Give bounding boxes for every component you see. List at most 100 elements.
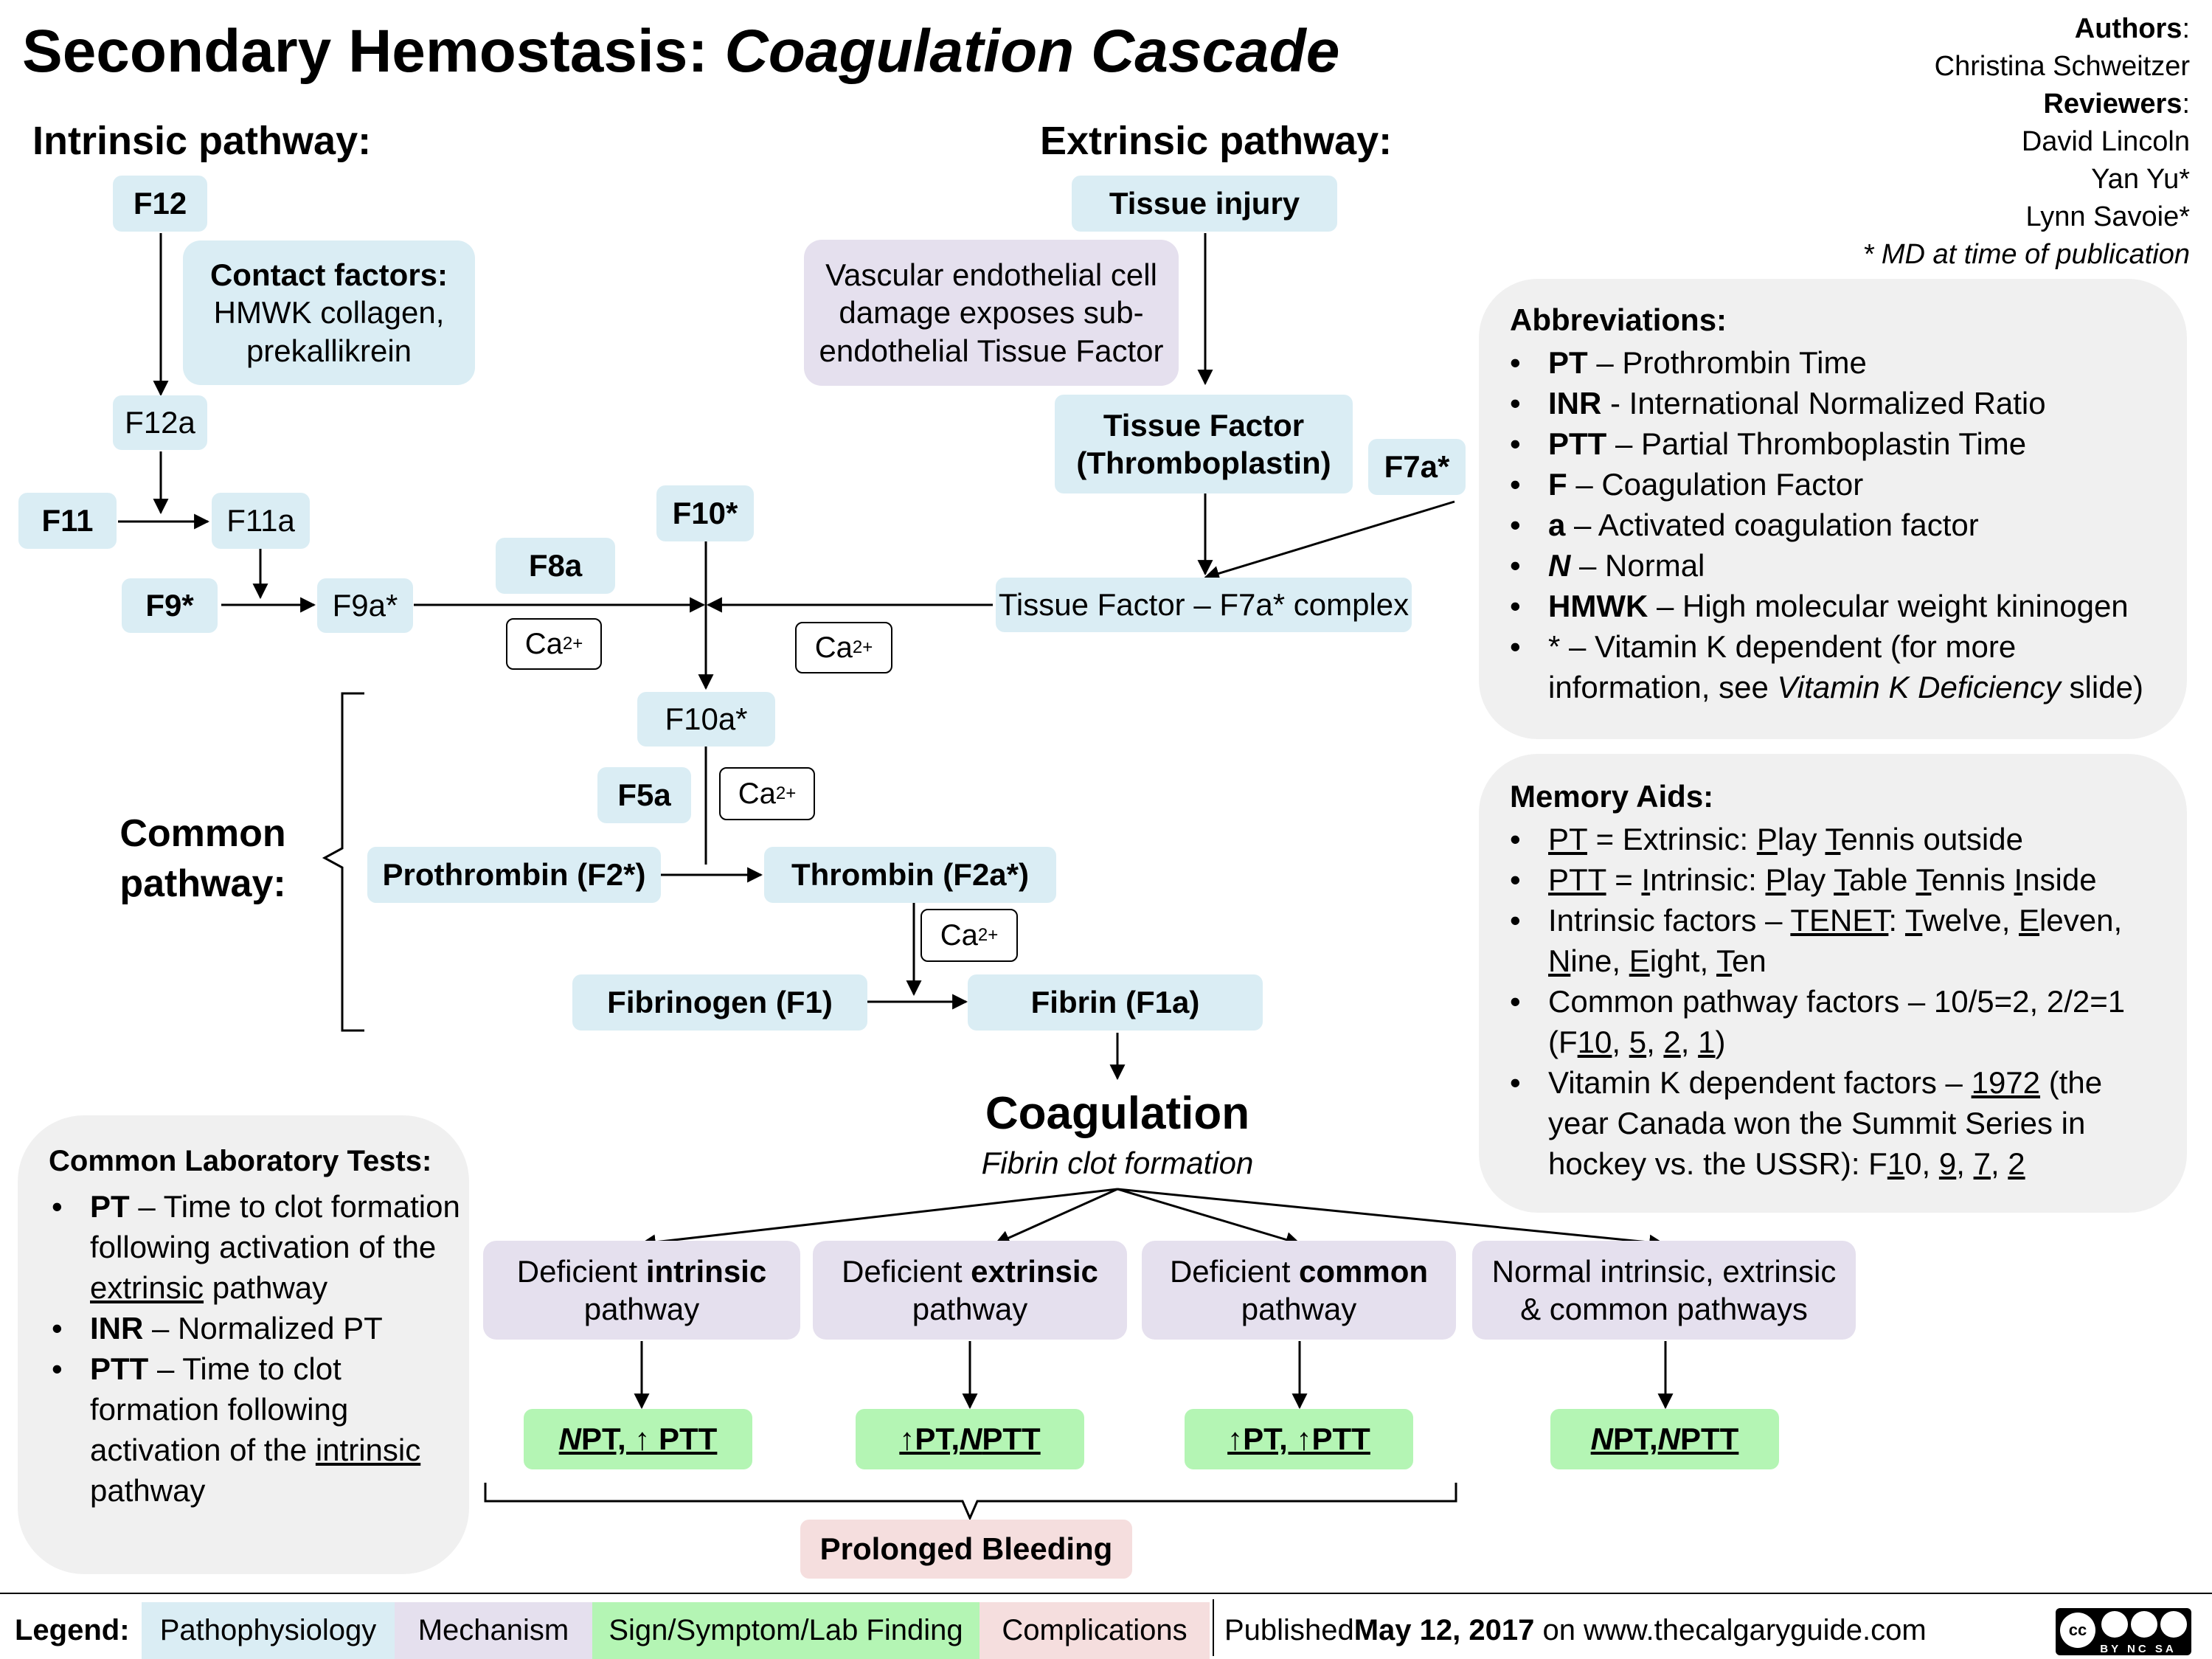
outcome-bold: common: [1299, 1253, 1429, 1289]
abbreviation-text: – Partial Thromboplastin Time: [1606, 426, 2027, 461]
memory-text: en: [1732, 943, 1767, 978]
abbreviation-italic: Vitamin K Deficiency: [1777, 670, 2061, 704]
memory-underlined: 1: [1698, 1025, 1716, 1059]
abbreviation-item: PT – Prothrombin Time: [1507, 342, 2171, 383]
memory-aids-heading: Memory Aids:: [1510, 779, 1714, 814]
outcome-text: Deficient: [516, 1253, 646, 1289]
memory-underlined: 9: [1938, 1146, 1957, 1181]
memory-underlined: I: [2014, 862, 2023, 897]
memory-text: lay: [1777, 822, 1826, 856]
node-f12a: F12a: [113, 395, 207, 450]
result-text: PT, ↑ PTT: [580, 1421, 718, 1457]
memory-text: (the year Canada won the Summit Series i…: [1548, 1065, 2103, 1181]
result-normal-n: N: [960, 1421, 982, 1457]
published-line: Published May 12, 2017 on www.thecalgary…: [1224, 1602, 2021, 1659]
memory-text: welve,: [1922, 903, 2019, 938]
memory-text: ight,: [1649, 943, 1717, 978]
outcome-line: Deficient intrinsic: [517, 1253, 766, 1290]
outcome-line: & common pathways: [1520, 1292, 1808, 1326]
calcium-charge: 2+: [852, 637, 873, 657]
abbreviations-list: PT – Prothrombin Time INR - Internationa…: [1507, 342, 2171, 707]
outcome-deficient-common: Deficient common pathway: [1142, 1241, 1456, 1340]
node-tissue-factor: Tissue Factor (Thromboplastin): [1055, 395, 1353, 493]
memory-underlined: T: [1915, 862, 1932, 897]
legend-complications: Complications: [980, 1602, 1210, 1659]
outcome-bold: extrinsic: [971, 1253, 1098, 1289]
outcome-line: pathway: [912, 1292, 1028, 1326]
lab-test-item: PTT – Time to clot formation following a…: [49, 1348, 462, 1511]
memory-text: lay: [1786, 862, 1834, 897]
lab-test-text: – Time to clot formation following activ…: [90, 1189, 460, 1264]
memory-underlined: N: [1548, 943, 1571, 978]
vascular-line: endothelial Tissue Factor: [819, 333, 1164, 368]
lab-test-underlined: intrinsic: [315, 1433, 421, 1467]
memory-text: leven,: [2039, 903, 2123, 938]
result-text: PTT: [982, 1421, 1041, 1457]
node-tf-f7a-complex: Tissue Factor – F7a* complex: [996, 578, 1412, 632]
outcome-line: pathway: [1241, 1292, 1357, 1326]
license-text: BY NC SA: [2100, 1643, 2177, 1655]
calcium-base: Ca: [814, 631, 853, 664]
abbreviation-term: a: [1548, 508, 1566, 542]
sa-icon: [2160, 1611, 2187, 1638]
cc-license-badge: cc BY NC SA: [2056, 1608, 2191, 1655]
contact-factors-box: Contact factors: HMWK collagen, prekalli…: [183, 240, 475, 385]
contact-factors-line: prekallikrein: [246, 333, 412, 368]
calcium-base: Ca: [940, 918, 978, 952]
published-url[interactable]: on www.thecalgaryguide.com: [1534, 1614, 1927, 1646]
reviewer-name: David Lincoln: [2021, 126, 2190, 157]
lab-tests-heading: Common Laboratory Tests:: [49, 1145, 432, 1177]
memory-text: able: [1849, 862, 1916, 897]
lab-test-text: pathway: [204, 1270, 328, 1305]
abbreviation-item: INR - International Normalized Ratio: [1507, 383, 2171, 423]
lab-test-text: pathway: [90, 1473, 206, 1508]
node-prothrombin: Prothrombin (F2*): [367, 847, 661, 903]
lab-test-underlined: extrinsic: [90, 1270, 204, 1305]
memory-text: ntrinsic:: [1650, 862, 1766, 897]
published-date: May 12, 2017: [1353, 1614, 1535, 1646]
abbreviation-term: PTT: [1548, 426, 1607, 461]
authors-line: Authors:: [2074, 13, 2190, 44]
result-normal-n: N: [1657, 1421, 1681, 1457]
vascular-line: Vascular endothelial cell: [825, 257, 1157, 293]
memory-underlined: T: [1834, 862, 1850, 897]
memory-text: ,: [1680, 1025, 1699, 1059]
abbreviation-text: – Coagulation Factor: [1567, 467, 1864, 502]
credits-note: * MD at time of publication: [1862, 239, 2190, 270]
coagulation-title: Coagulation: [985, 1088, 1250, 1139]
abbreviations-panel: Abbreviations: PT – Prothrombin Time INR…: [1479, 279, 2187, 739]
memory-underlined: 10: [1577, 1025, 1612, 1059]
node-thrombin: Thrombin (F2a*): [764, 847, 1056, 903]
lab-test-text: – Normalized PT: [143, 1311, 383, 1345]
node-f7a: F7a*: [1368, 439, 1466, 495]
memory-underlined: PTT: [1548, 862, 1606, 897]
outcome-deficient-extrinsic: Deficient extrinsic pathway: [813, 1241, 1127, 1340]
outcome-line: Deficient extrinsic: [842, 1253, 1098, 1290]
node-f10: F10*: [656, 485, 754, 541]
outcome-line: Normal intrinsic, extrinsic: [1491, 1253, 1837, 1289]
node-f9: F9*: [122, 578, 218, 633]
lab-result-intrinsic: N PT, ↑ PTT: [524, 1409, 752, 1469]
calcium-base: Ca: [524, 627, 563, 660]
abbreviation-item: F – Coagulation Factor: [1507, 464, 2171, 505]
lab-result-extrinsic: ↑PT, N PTT: [856, 1409, 1084, 1469]
abbreviation-text: – High molecular weight kininogen: [1648, 589, 2129, 623]
calcium-charge: 2+: [977, 925, 999, 945]
memory-underlined: 5: [1629, 1025, 1647, 1059]
contact-factors-title: Contact factors:: [209, 257, 448, 293]
lab-test-term: INR: [90, 1311, 144, 1345]
intrinsic-heading: Intrinsic pathway:: [32, 119, 372, 163]
abbreviation-text: – Activated coagulation factor: [1565, 508, 1979, 542]
abbreviation-item: HMWK – High molecular weight kininogen: [1507, 586, 2171, 626]
outcome-text: Deficient: [1169, 1253, 1300, 1289]
memory-aid-item: Common pathway factors – 10/5=2, 2/2=1 (…: [1507, 981, 2171, 1062]
memory-text: =: [1606, 862, 1642, 897]
abbreviation-term: N: [1548, 548, 1571, 583]
common-pathway-label: Common pathway:: [103, 808, 302, 909]
calcium-charge: 2+: [775, 783, 797, 803]
memory-underlined: T: [1716, 943, 1733, 978]
memory-underlined: 2: [2008, 1146, 2025, 1181]
result-text: ↑PT,: [899, 1421, 960, 1457]
